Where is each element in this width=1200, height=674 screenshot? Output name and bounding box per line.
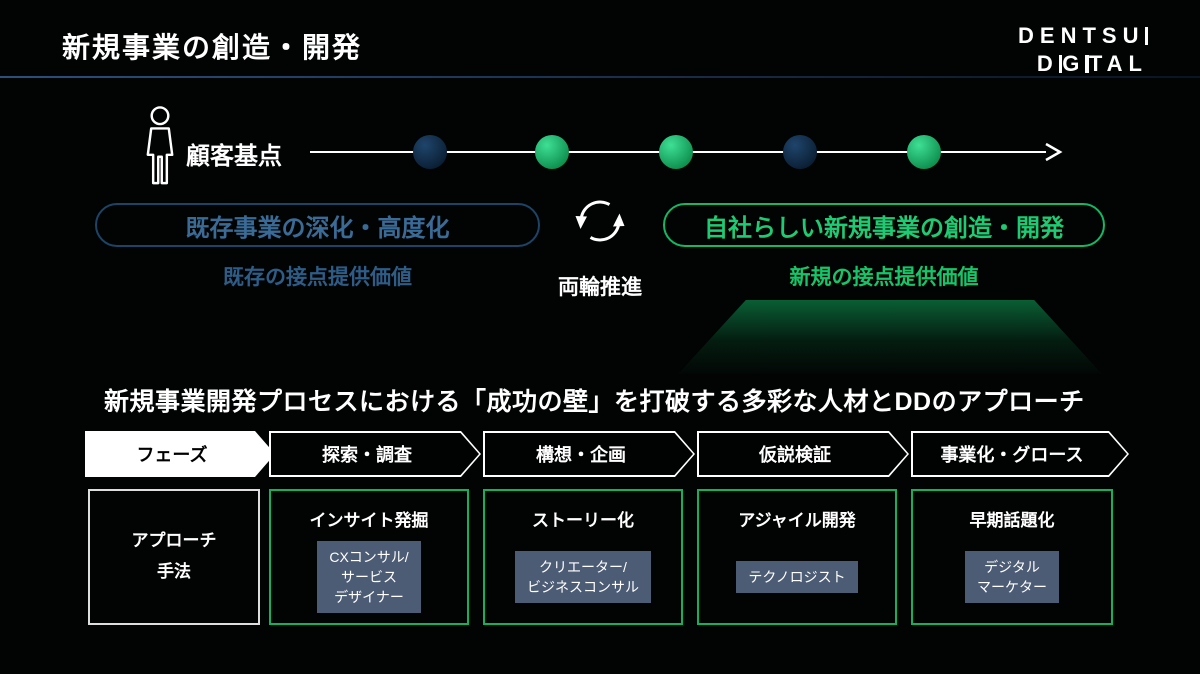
approach-title-1: インサイト発掘 [309,511,429,530]
new-business-pill: 自社らしい新規事業の創造・開発 [663,203,1105,247]
logo-bar-icon [1085,54,1089,73]
journey-dot-4 [783,135,817,169]
chevron-fill [699,433,907,475]
phase-label-2: 構想・企画 [536,445,626,465]
phase-label-4: 事業化・グロース [940,445,1084,465]
existing-business-label: 既存事業の深化・高度化 [185,214,450,242]
journey-dot-2 [535,135,569,169]
logo-text-dentsu: DENTSU [1018,23,1145,48]
chevron-shape [85,431,275,477]
approach-box-story: ストーリー化 クリエーター/ ビジネスコンサル [483,489,683,625]
section-heading: 新規事業開発プロセスにおける「成功の壁」を打破する多彩な人材とDDのアプローチ [104,388,1085,416]
approach-role-chip-3: テクノロジスト [736,560,858,594]
phase-header-chevron: フェーズ [85,431,275,477]
logo-text-tal: TAL [1088,50,1148,76]
approach-method-box: アプローチ 手法 [88,489,260,625]
approach-title-2: ストーリー化 [532,511,634,530]
phase-chevron-3: 仮説検証 [697,431,909,477]
arrowhead-icon [1045,142,1063,162]
logo-text-d: D [1036,50,1059,76]
existing-business-pill: 既存事業の深化・高度化 [95,203,540,247]
phase-label-3: 仮説検証 [759,445,831,465]
cycle-arrows-icon [575,200,625,242]
logo-line-dentsu: DENTSU [1018,22,1148,50]
dual-drive-label: 両輪推進 [558,276,642,299]
logo-bar-icon [1144,27,1148,45]
approach-role-chip-4: デジタル マーケター [965,550,1059,604]
phase-chevron-2: 構想・企画 [483,431,695,477]
logo-text-g: G [1062,50,1086,76]
approach-role-chip-1: CXコンサル/ サービス デザイナー [317,540,421,614]
approach-box-agile: アジャイル開発 テクノロジスト [697,489,897,625]
header-divider [0,76,1200,78]
approach-title-3: アジャイル開発 [738,511,856,530]
journey-dot-3 [659,135,693,169]
phase-chevron-4: 事業化・グロース [911,431,1129,477]
customer-base-label: 顧客基点 [186,143,282,170]
journey-dot-5 [907,135,941,169]
page-title: 新規事業の創造・開発 [62,32,363,63]
approach-role-chip-2: クリエーター/ ビジネスコンサル [515,550,651,604]
phase-chevron-1: 探索・調査 [269,431,481,477]
journey-dot-1 [413,135,447,169]
focus-funnel-shape [678,300,1102,374]
new-touchpoint-caption: 新規の接点提供価値 [789,266,979,289]
logo-bar-icon [1058,54,1063,73]
chevron-fill [913,433,1127,475]
approach-box-insight: インサイト発掘 CXコンサル/ サービス デザイナー [269,489,469,625]
approach-box-buzz: 早期話題化 デジタル マーケター [911,489,1113,625]
phase-label-1: 探索・調査 [322,445,412,465]
person-icon [146,106,174,185]
phase-header-label: フェーズ [136,445,208,465]
chevron-fill [271,433,479,475]
approach-title-4: 早期話題化 [969,511,1055,530]
existing-touchpoint-caption: 既存の接点提供価値 [223,266,412,289]
chevron-fill [485,433,693,475]
new-business-label: 自社らしい新規事業の創造・開発 [704,214,1064,242]
